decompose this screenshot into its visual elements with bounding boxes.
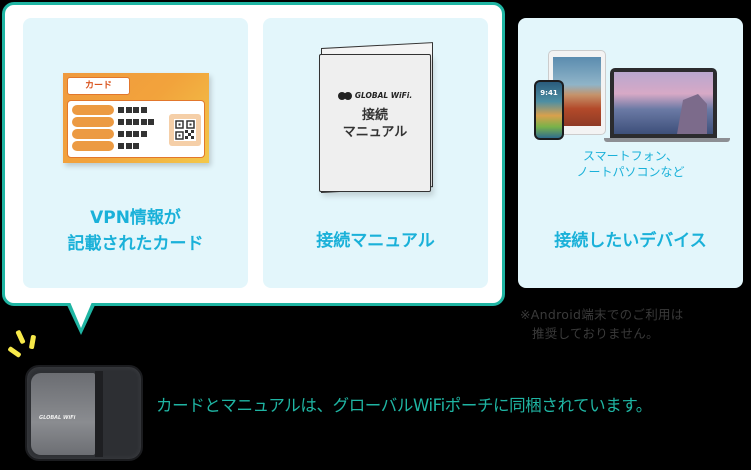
- panel-title-line1: VPN情報が: [90, 208, 181, 228]
- android-note: ※Android端末でのご利用は 推奨しておりません。: [520, 307, 684, 341]
- card-body: [67, 100, 205, 158]
- panel-title: 接続したいデバイス: [554, 231, 707, 251]
- panel-title-line2: 記載されたカード: [67, 234, 204, 254]
- bubble-tail-fill: [70, 302, 92, 328]
- card-tab-label: カード: [67, 77, 130, 95]
- pouch-icon: GLOBAL WiFi: [25, 365, 143, 461]
- pouch-caption: カードとマニュアルは、グローバルWiFiポーチに同梱されています。: [156, 396, 652, 415]
- qr-code-icon: [169, 114, 201, 146]
- manual-booklet-icon: GLOBAL WiFi. 接続 マニュアル: [319, 54, 431, 192]
- booklet-title: 接続 マニュアル: [342, 108, 408, 140]
- sparkle-icon: [7, 345, 22, 359]
- sparkle-icon: [28, 334, 37, 350]
- panel-title: 接続マニュアル: [316, 231, 435, 251]
- pouch-logo: GLOBAL WiFi: [39, 415, 76, 421]
- device-examples: スマートフォン、 ノートパソコンなど: [576, 149, 685, 179]
- globe-wifi-icon: [337, 91, 352, 100]
- panel-manual: GLOBAL WiFi. 接続 マニュアル 接続マニュアル: [263, 18, 488, 288]
- global-wifi-logo: GLOBAL WiFi.: [320, 91, 430, 100]
- card-row: [72, 141, 139, 151]
- panel-title: VPN情報が 記載されたカード: [23, 205, 248, 257]
- laptop-icon: [610, 68, 717, 138]
- vpn-card-icon: カード: [63, 73, 209, 163]
- card-row: [72, 129, 147, 139]
- laptop-base: [604, 138, 730, 142]
- smartphone-icon: 9:41: [534, 80, 564, 140]
- panel-devices: 9:41 スマートフォン、 ノートパソコンなど 接続したいデバイス: [518, 18, 743, 288]
- panel-vpn-card: カード: [23, 18, 248, 288]
- card-row: [72, 105, 147, 115]
- sparkle-icon: [15, 329, 26, 345]
- card-row: [72, 117, 154, 127]
